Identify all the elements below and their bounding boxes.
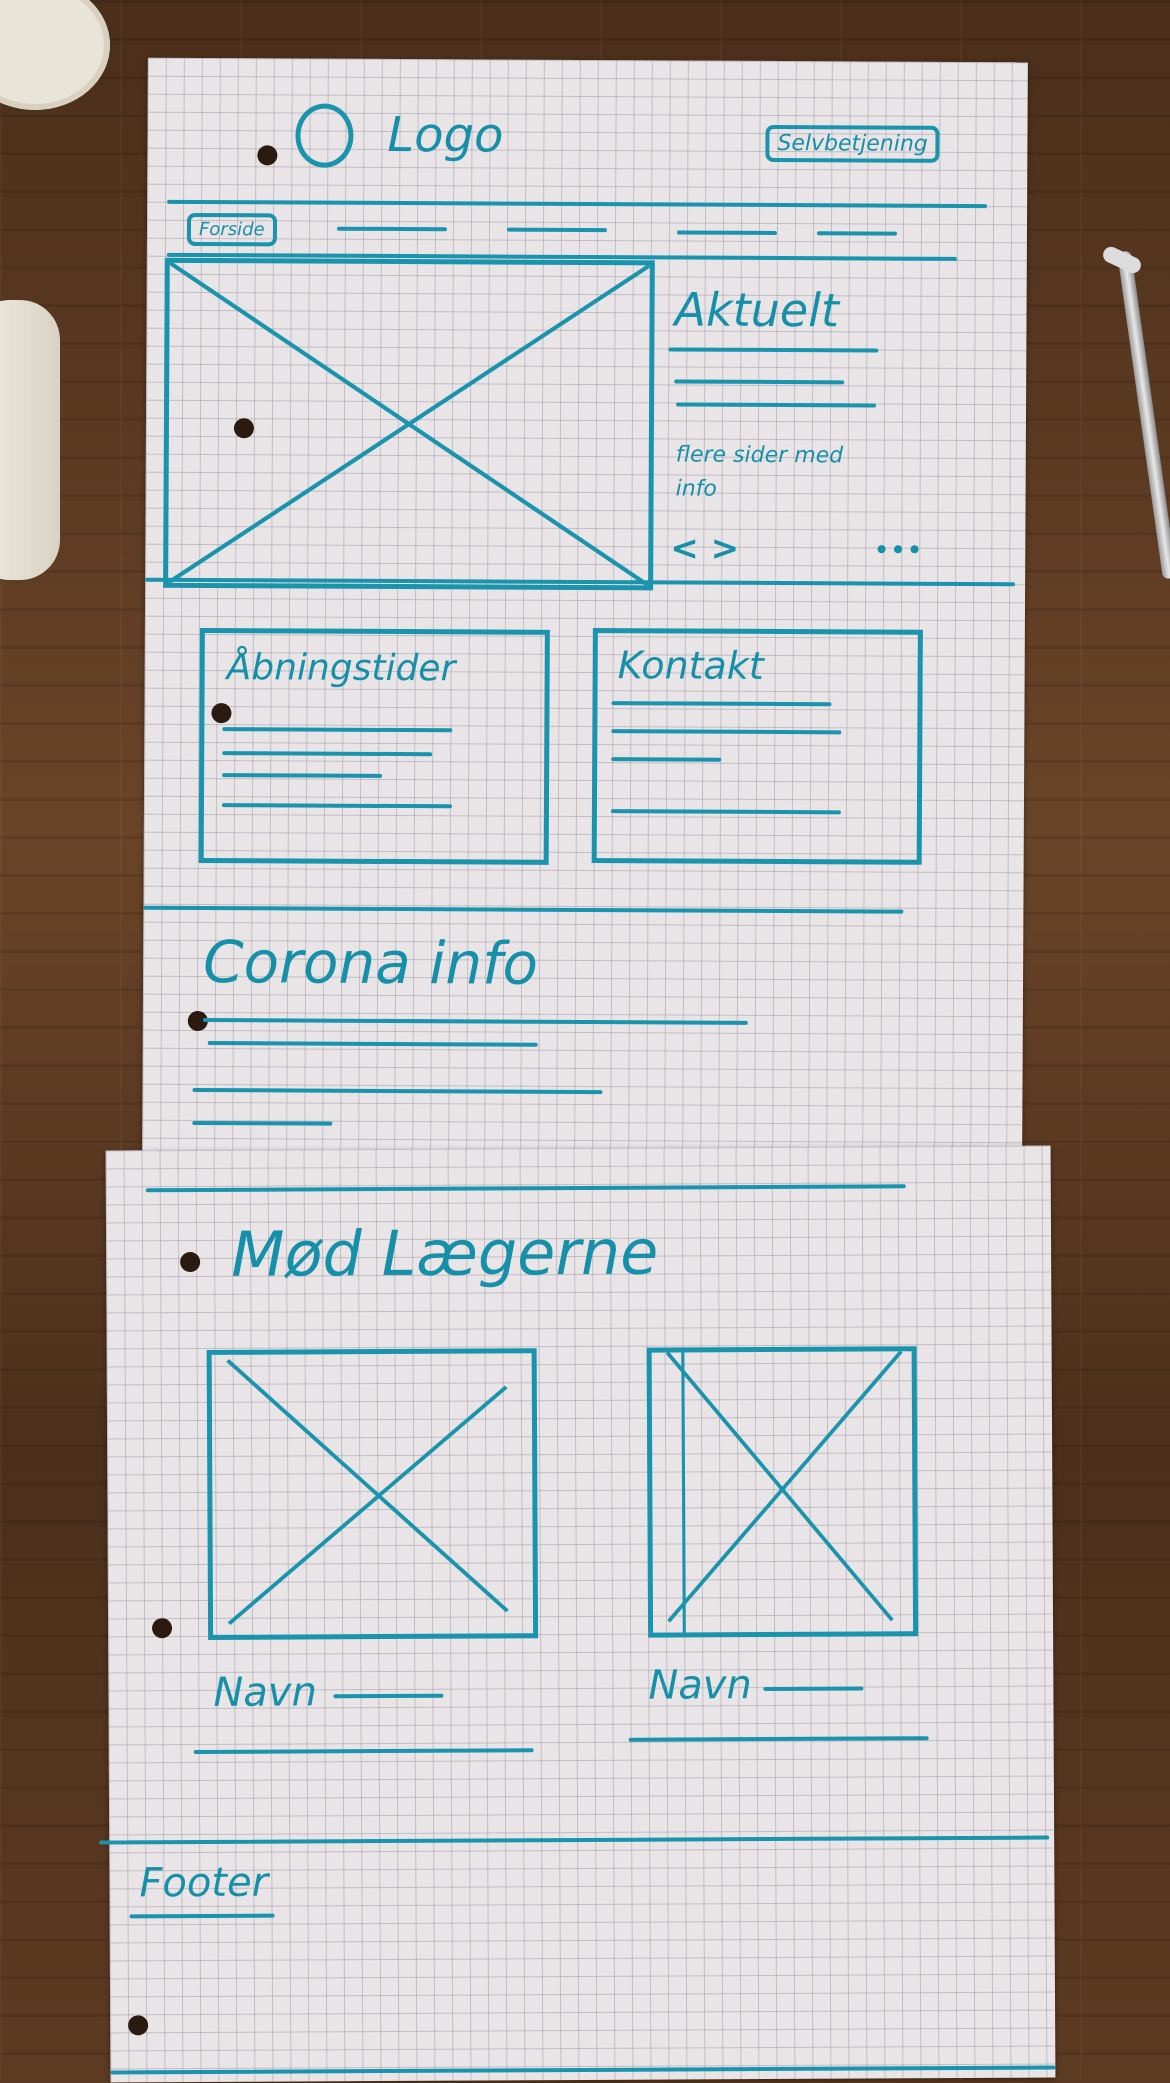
meet-doctors-title: Mød Lægerne — [230, 1215, 659, 1291]
cup-decoration — [0, 300, 60, 580]
doctor-card[interactable]: Navn — [106, 1146, 1051, 1755]
text-line — [611, 701, 832, 707]
punch-hole — [128, 2015, 149, 2036]
text-line — [611, 757, 722, 762]
text-line — [668, 347, 879, 353]
image-placeholder-cross-icon — [226, 1359, 509, 1625]
self-service-button[interactable]: Selvbetjening — [765, 124, 940, 163]
text-line — [207, 1041, 538, 1047]
carousel-dots-indicator[interactable]: ••• — [873, 533, 923, 567]
text-line — [221, 803, 452, 809]
text-line — [333, 1693, 444, 1699]
image-placeholder-cross-icon — [665, 1351, 903, 1633]
hero-image-placeholder — [163, 257, 655, 591]
opening-hours-title: Åbningstider — [226, 647, 456, 690]
nav-item-placeholder[interactable] — [506, 227, 607, 233]
contact-title: Kontakt — [617, 643, 764, 688]
text-line — [674, 379, 845, 385]
text-line — [129, 1913, 275, 1919]
punch-hole — [152, 1618, 173, 1639]
section-divider — [145, 1184, 906, 1193]
text-line — [202, 1018, 748, 1025]
text-line — [222, 727, 453, 733]
aktuelt-title: Aktuelt — [674, 282, 840, 338]
text-line — [676, 402, 877, 408]
doctor-photo-placeholder — [206, 1348, 539, 1640]
text-line — [611, 729, 842, 735]
header-divider — [167, 199, 988, 209]
nav-item-forside[interactable]: Forside — [186, 212, 277, 247]
footer-label: Footer — [139, 1859, 269, 1907]
nav-item-placeholder[interactable] — [816, 231, 897, 236]
nav-item-placeholder[interactable] — [676, 230, 777, 235]
text-line — [193, 1748, 534, 1755]
text-line — [192, 1087, 603, 1095]
text-line — [763, 1686, 864, 1692]
text-line — [192, 1120, 333, 1126]
doctor-name-label: Navn — [213, 1669, 317, 1716]
page-bottom-line — [110, 2065, 1056, 2075]
text-line — [222, 751, 433, 757]
wireframe-sheet-bottom: Mød Lægerne Navn Navn Footer — [99, 1145, 1056, 2083]
section-divider — [143, 905, 904, 914]
aktuelt-text: flere sider med info — [675, 442, 844, 502]
logo-label[interactable]: Logo — [387, 106, 504, 164]
text-line — [610, 809, 841, 815]
corona-info-title: Corona info — [202, 928, 539, 998]
image-placeholder-cross-icon — [168, 262, 650, 586]
footer-divider — [99, 1835, 1050, 1845]
text-line — [628, 1736, 929, 1742]
wireframe-sheet-top: Logo Selvbetjening Forside Aktuelt flere… — [142, 57, 1028, 1158]
contact-card[interactable]: Kontakt — [591, 628, 923, 865]
nav-item-placeholder[interactable] — [336, 226, 447, 232]
punch-hole — [180, 1251, 201, 1273]
logo-circle-icon[interactable] — [295, 103, 354, 168]
doctor-name-label: Navn — [648, 1662, 752, 1709]
punch-hole — [257, 145, 278, 166]
doctor-photo-placeholder — [646, 1346, 919, 1638]
opening-hours-card[interactable]: Åbningstider — [198, 627, 550, 865]
text-line — [222, 773, 383, 778]
carousel-prev-next-arrows[interactable]: < > — [670, 528, 740, 569]
doctor-card[interactable]: Navn — [106, 1146, 1051, 1742]
